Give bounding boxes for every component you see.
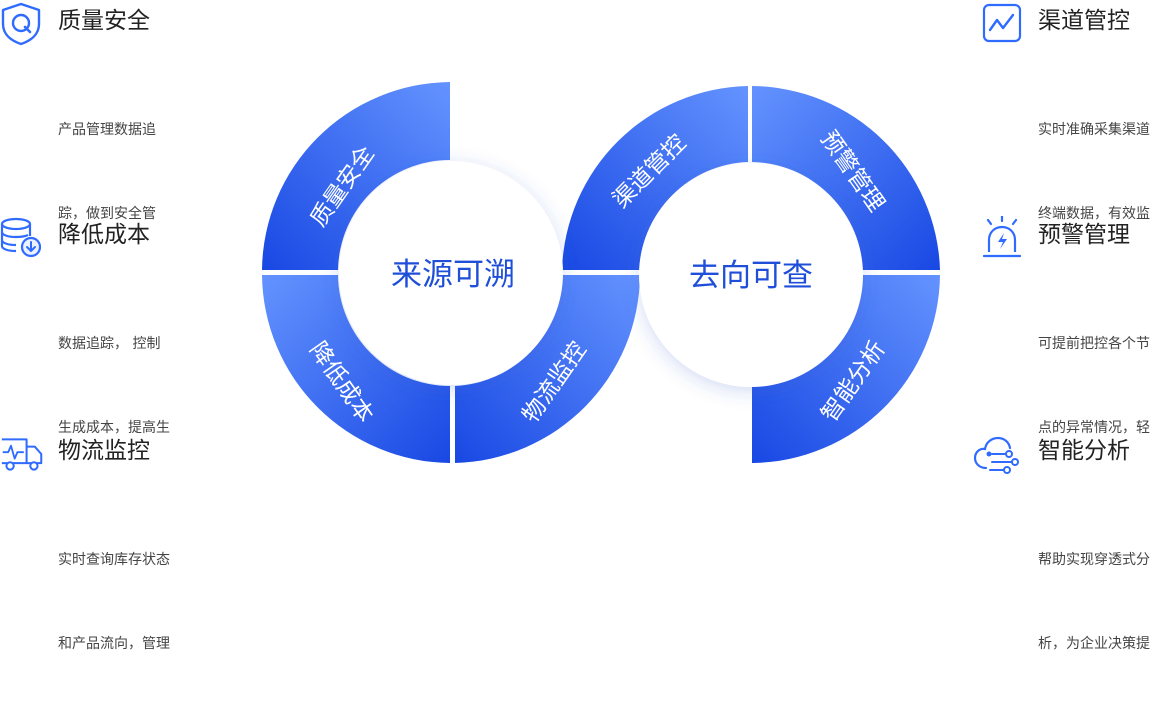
feature-title-channel: 渠道管控 xyxy=(1038,8,1130,34)
shield-q-icon xyxy=(1,2,41,46)
truck-pulse-icon xyxy=(1,438,43,471)
feature-desc-warning: 可提前把控各个节 点的异常情况，轻 xyxy=(1038,336,1150,436)
feature-title-warning: 预警管理 xyxy=(1038,222,1130,248)
feature-title-cost: 降低成本 xyxy=(58,222,150,248)
feature-title-logistics: 物流监控 xyxy=(58,438,150,464)
segment-cost xyxy=(262,275,450,463)
left-center-label: 来源可溯 xyxy=(391,257,515,293)
line-chart-icon xyxy=(982,3,1022,43)
database-download-icon xyxy=(0,217,42,258)
feature-desc-analysis: 帮助实现穿透式分 析，为企业决策提 xyxy=(1038,552,1150,652)
feature-title-quality: 质量安全 xyxy=(58,8,150,34)
feature-desc-quality: 产品管理数据追 踪，做到安全管 xyxy=(58,122,156,222)
feature-desc-logistics: 实时查询库存状态 和产品流向，管理 xyxy=(58,552,170,652)
feature-desc-channel: 实时准确采集渠道 终端数据，有效监 xyxy=(1038,122,1150,222)
segment-logistics xyxy=(455,275,640,463)
segment-quality xyxy=(262,82,450,270)
cloud-network-icon xyxy=(973,436,1019,474)
segment-warning xyxy=(752,86,940,270)
left-center-circle xyxy=(339,161,563,385)
feature-title-analysis: 智能分析 xyxy=(1038,438,1130,464)
segment-analysis xyxy=(752,275,940,463)
right-center-circle xyxy=(639,163,863,387)
infinity-diagram: 来源可溯 去向可查 质量安全 降低成本 物流监控 渠道管控 预警管理 智能分析 xyxy=(262,82,940,463)
feature-desc-cost: 数据追踪， 控制 生成成本，提高生 xyxy=(58,336,170,436)
alarm-light-icon xyxy=(982,216,1022,258)
right-center-label: 去向可查 xyxy=(689,258,813,294)
segment-channel xyxy=(562,86,748,270)
